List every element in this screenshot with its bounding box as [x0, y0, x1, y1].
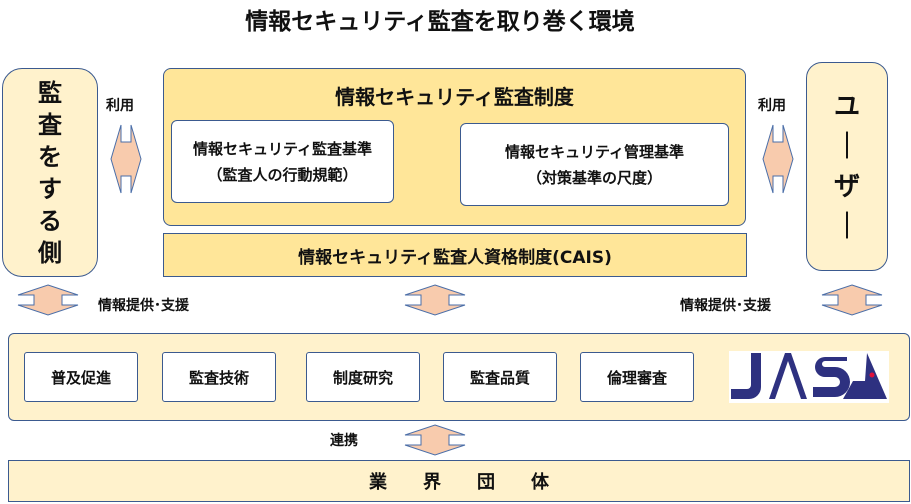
support-label-left: 情報提供･支援 — [98, 298, 189, 314]
user-char: ｜ — [833, 211, 860, 242]
support-label-right: 情報提供･支援 — [680, 298, 771, 314]
double-arrow-vertical-icon — [404, 424, 466, 456]
use-label-right: 利用 — [758, 98, 786, 114]
audit-standard-box: 情報セキュリティ監査基準 （監査人の行動規範） — [171, 120, 394, 203]
auditor-side-box: 監 査 を す る 側 — [2, 68, 98, 277]
association-panel: 普及促進 監査技術 制度研究 監査品質 倫理審査 — [8, 333, 910, 421]
auditor-char: す — [38, 174, 62, 203]
auditor-char: 監 — [38, 78, 62, 107]
jasa-logo — [729, 351, 889, 403]
audit-system-title: 情報セキュリティ監査制度 — [335, 85, 574, 109]
activity-box: 倫理審査 — [580, 352, 694, 402]
activity-box: 監査品質 — [443, 352, 557, 402]
user-char: ユ — [833, 91, 860, 122]
auditor-char: を — [38, 142, 62, 171]
management-standard-subtitle: （対策基準の尺度） — [526, 168, 662, 187]
cais-box: 情報セキュリティ監査人資格制度(CAIS) — [163, 233, 747, 277]
activity-box: 監査技術 — [162, 352, 276, 402]
audit-system-box: 情報セキュリティ監査制度 情報セキュリティ監査基準 （監査人の行動規範） 情報セ… — [163, 68, 746, 226]
auditor-char: 側 — [38, 238, 62, 267]
double-arrow-vertical-icon — [17, 284, 79, 316]
cooperation-label: 連携 — [330, 433, 358, 449]
user-side-box: ユ ｜ ザ ｜ — [806, 62, 888, 271]
audit-standard-title: 情報セキュリティ監査基準 — [192, 139, 373, 158]
diagram-title: 情報セキュリティ監査を取り巻く環境 — [245, 9, 635, 35]
user-char: ザ — [833, 171, 860, 202]
activity-box: 制度研究 — [306, 352, 420, 402]
management-standard-title: 情報セキュリティ管理基準 — [504, 142, 685, 161]
double-arrow-horizontal-icon — [762, 124, 794, 194]
industry-groups-bar: 業 界 団 体 — [8, 460, 910, 502]
double-arrow-horizontal-icon — [110, 124, 142, 194]
double-arrow-vertical-icon — [404, 284, 466, 316]
double-arrow-vertical-icon — [821, 284, 883, 316]
audit-standard-subtitle: （監査人の行動規範） — [207, 165, 358, 184]
management-standard-box: 情報セキュリティ管理基準 （対策基準の尺度） — [460, 123, 729, 206]
activity-box: 普及促進 — [24, 352, 138, 402]
use-label-left: 利用 — [106, 98, 134, 114]
auditor-char: 査 — [38, 110, 62, 139]
auditor-char: る — [38, 206, 62, 235]
user-char: ｜ — [833, 131, 860, 162]
